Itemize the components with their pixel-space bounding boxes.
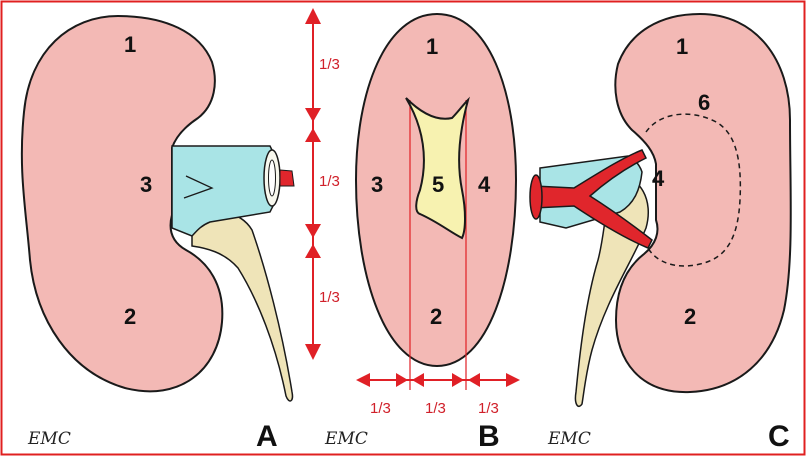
panel-b-emc-logo: EMC — [324, 429, 368, 449]
panel-c-number-2: 2 — [684, 304, 696, 329]
panel-b-horizontal-third-1: 1/3 — [370, 400, 391, 417]
panel-b-number-4: 4 — [478, 172, 491, 197]
panel-c-emc-logo: EMC — [547, 429, 591, 449]
panel-c-number-1: 1 — [676, 34, 688, 59]
panel-b-number-1: 1 — [426, 34, 438, 59]
panel-a-number-2: 2 — [124, 304, 136, 329]
panel-a-artery-stub — [280, 170, 294, 186]
panel-b-number-2: 2 — [430, 304, 442, 329]
panel-c-label: C — [768, 420, 790, 453]
panel-b-horizontal-third-3: 1/3 — [478, 400, 499, 417]
panel-a-emc-logo: EMC — [27, 429, 71, 449]
panel-c-number-4: 4 — [652, 166, 665, 191]
panel-b-vertical-third-2: 1/3 — [319, 173, 340, 190]
panel-b-number-5: 5 — [432, 172, 444, 197]
panel-c-number-6: 6 — [698, 90, 710, 115]
panel-c-vessel-end — [530, 175, 542, 219]
panel-b-number-3: 3 — [371, 172, 383, 197]
panel-a-number-3: 3 — [140, 172, 152, 197]
panel-a-number-1: 1 — [124, 32, 136, 57]
panel-a-label: A — [256, 420, 278, 453]
panel-b-horizontal-third-2: 1/3 — [425, 400, 446, 417]
panel-b-vertical-third-1: 1/3 — [319, 56, 340, 73]
panel-a-vessel-lumen — [269, 160, 276, 196]
panel-b-vertical-third-3: 1/3 — [319, 289, 340, 306]
panel-b-label: B — [478, 420, 500, 453]
